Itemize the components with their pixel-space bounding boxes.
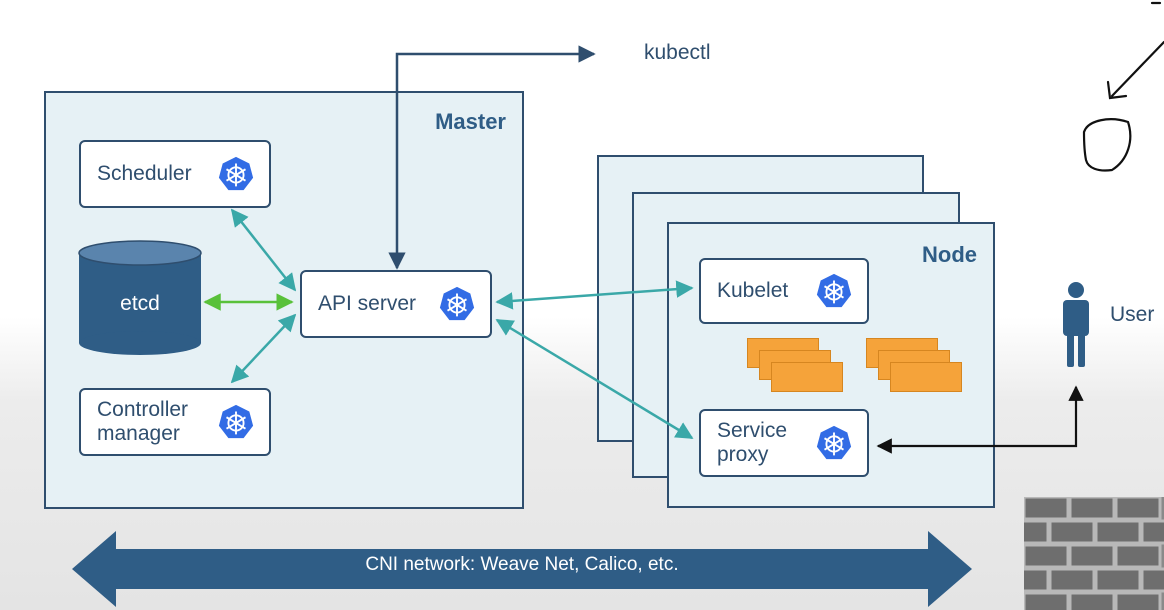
kubernetes-helm-icon (218, 404, 254, 439)
api-server-box: API server (300, 270, 492, 338)
user-label: User (1110, 303, 1155, 326)
proxy-line2: proxy (717, 443, 769, 466)
kubectl-arrow (388, 45, 596, 270)
kubernetes-helm-icon (218, 156, 254, 191)
scheduler-api-arrow (230, 208, 297, 292)
api-proxy-arrow (495, 318, 694, 440)
cni-network-arrow (72, 531, 972, 607)
etcd-cylinder (78, 240, 202, 355)
node-title: Node (922, 242, 977, 267)
scheduler-box: Scheduler (79, 140, 271, 208)
controller-line2: manager (97, 422, 180, 445)
brick-wall-corner (1024, 497, 1164, 610)
controller-manager-label: Controller manager (97, 398, 188, 446)
etcd-label: etcd (120, 292, 160, 315)
api-kubelet-arrow (495, 280, 694, 310)
service-proxy-box: Service proxy (699, 409, 869, 477)
kubectl-label: kubectl (644, 41, 711, 64)
handwritten-sketch (1082, 1, 1164, 172)
proxy-line1: Service (717, 419, 788, 442)
kubernetes-helm-icon (439, 286, 475, 321)
controller-manager-box: Controller manager (79, 388, 271, 456)
cni-network-label: CNI network: Weave Net, Calico, etc. (365, 554, 679, 575)
api-server-label: API server (318, 292, 417, 315)
kubernetes-helm-icon (816, 425, 852, 460)
user-proxy-arrow (876, 385, 1084, 454)
kubelet-box: Kubelet (699, 258, 869, 324)
person-icon (1063, 282, 1089, 367)
scheduler-label: Scheduler (97, 162, 192, 185)
kubernetes-helm-icon (816, 273, 852, 308)
controller-line1: Controller (97, 398, 189, 421)
service-proxy-label: Service proxy (717, 419, 787, 467)
controller-api-arrow (230, 313, 297, 384)
pod-card (771, 362, 843, 392)
pod-card (890, 362, 962, 392)
kubelet-label: Kubelet (717, 279, 789, 302)
